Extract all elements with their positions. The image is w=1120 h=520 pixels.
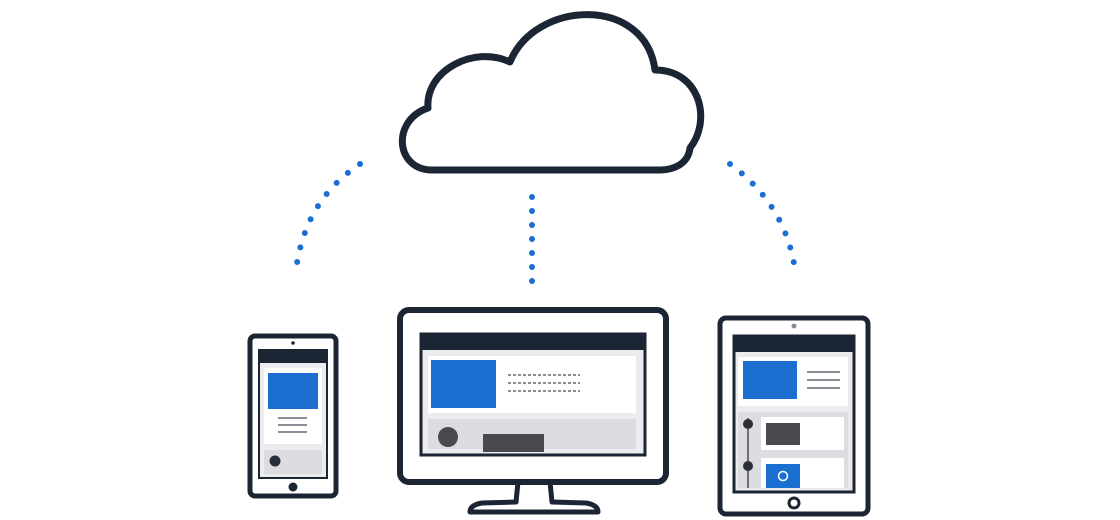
tablet-home-button [787,496,801,510]
tablet-screen-header [734,336,854,352]
tablet-icon [717,315,871,517]
connector-cloud-to-phone [293,161,363,273]
desktop-monitor-icon [397,307,669,515]
monitor-image-block [431,360,496,408]
cloud-icon [398,11,705,174]
monitor-screen-header [421,334,645,350]
connector-cloud-to-tablet [727,161,798,273]
tablet-list-node [743,461,753,471]
monitor-dark-block [483,434,544,452]
tablet-list-node [743,419,753,429]
phone-image-block [268,373,318,409]
tablet-image-block [743,361,797,399]
monitor-stand [467,479,601,515]
phone-speaker [291,341,295,345]
phone-screen-header [259,350,327,363]
tablet-gear-icon [777,470,789,482]
tablet-list-thumb-active [766,464,800,488]
tablet-camera [791,323,797,329]
smartphone-icon [247,333,339,499]
phone-home-button [288,482,298,492]
phone-gear-icon [269,455,281,467]
monitor-avatar [438,427,458,447]
tablet-list-thumb [766,423,800,445]
